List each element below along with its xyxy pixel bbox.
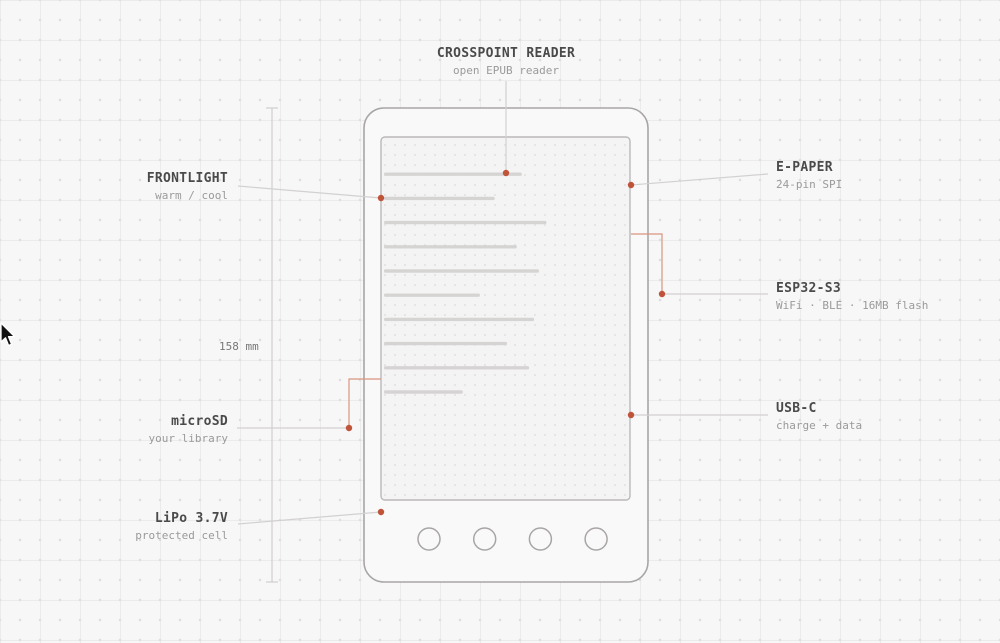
mouse-cursor-icon [0, 322, 16, 347]
screen-text-line [384, 317, 535, 322]
epaper-label: E-PAPER 24-pin SPI [776, 160, 976, 191]
device-button [584, 527, 608, 551]
microsd-title: microSD [171, 414, 228, 429]
screen-text-line [384, 196, 495, 201]
epaper-leader-line [630, 173, 769, 186]
device-button [417, 527, 441, 551]
screen-text-line [384, 293, 480, 297]
device-button [528, 527, 553, 551]
device-buttons [417, 527, 608, 551]
usbc-title: USB-C [776, 401, 817, 416]
crosspoint-title: CROSSPOINT READER [436, 46, 576, 61]
screen-text-line [384, 269, 539, 273]
lipo-title: LiPo 3.7V [154, 511, 228, 526]
screen-text-line [384, 366, 530, 370]
frontlight-label: FRONTLIGHT warm / cool [78, 171, 228, 202]
usbc-marker [627, 411, 635, 419]
esp32-trace [631, 233, 663, 294]
microsd-marker [345, 424, 353, 432]
height-dimension-label: 158 mm [219, 340, 259, 353]
crosspoint-subtitle: open EPUB reader [453, 64, 559, 77]
frontlight-subtitle: warm / cool [155, 189, 228, 202]
device-button [472, 527, 497, 551]
microsd-label: microSD your library [78, 414, 228, 445]
epaper-title: E-PAPER [776, 160, 833, 175]
screen-text-line [384, 341, 507, 346]
height-dimension-line [266, 107, 278, 583]
usbc-subtitle: charge + data [776, 419, 863, 432]
screen-text-lines [384, 172, 547, 394]
lipo-label: LiPo 3.7V protected cell [78, 511, 228, 542]
epaper-subtitle: 24-pin SPI [776, 178, 843, 191]
epaper-marker [627, 181, 635, 189]
lipo-marker [377, 508, 385, 516]
frontlight-leader-line [237, 185, 382, 199]
esp32-label: ESP32-S3 WiFi · BLE · 16MB flash [776, 281, 986, 312]
lipo-subtitle: protected cell [135, 529, 228, 542]
screen-text-line [384, 172, 522, 176]
screen-text-line [384, 220, 547, 225]
lipo-leader-line [237, 511, 382, 525]
crosspoint-marker [502, 169, 510, 177]
esp32-subtitle: WiFi · BLE · 16MB flash [776, 299, 929, 312]
microsd-subtitle: your library [148, 432, 228, 445]
frontlight-title: FRONTLIGHT [146, 171, 228, 186]
screen-text-line [384, 390, 463, 394]
usbc-label: USB-C charge + data [776, 401, 976, 432]
esp32-marker [658, 290, 666, 298]
screen-text-line [384, 245, 517, 249]
crosspoint-label: CROSSPOINT READER open EPUB reader [406, 46, 606, 77]
microsd-trace [348, 378, 381, 428]
esp32-title: ESP32-S3 [776, 281, 842, 296]
frontlight-marker [377, 194, 385, 202]
